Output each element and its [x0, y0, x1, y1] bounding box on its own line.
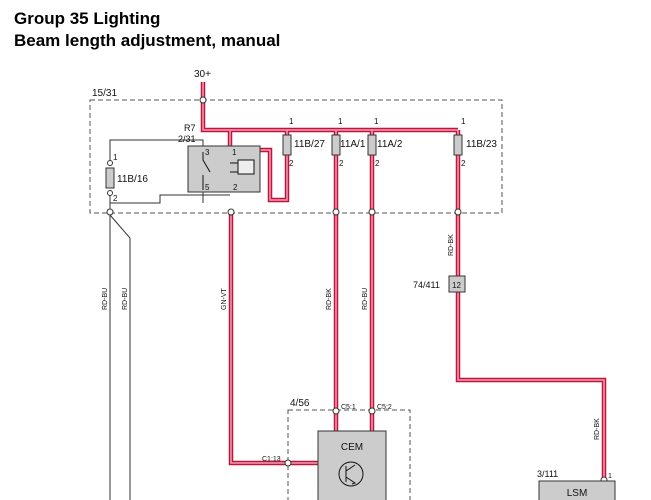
fuse-11a2-label: 11A/2 — [377, 139, 403, 150]
box-15-31-outline — [89, 99, 503, 214]
fuse-11b23-pin1: 1 — [461, 117, 466, 126]
relay-ref-label: R7 — [184, 123, 196, 133]
cem-module: CEM — [317, 430, 387, 500]
wire-label-rd-bu-left1: RD-BU — [102, 288, 109, 310]
fuse-11b27-label: 11B/27 — [294, 139, 325, 150]
wire-label-rd-bk-right1: RD-BK — [448, 234, 455, 256]
fuse-11b23: 11B/23 1 2 — [453, 117, 497, 168]
fuse-11a1: 11A/1 1 2 — [331, 117, 366, 168]
cem-c113-label: C1:13 — [262, 456, 281, 463]
lsm-module: LSM — [538, 480, 616, 500]
box-terminals — [106, 96, 608, 484]
connector-74-411-pin: 12 — [452, 281, 461, 290]
fuse-11a2: 11A/2 1 2 — [367, 117, 403, 168]
box-4-56-label: 4/56 — [290, 398, 310, 409]
terminal-rd-bu-mid — [368, 208, 376, 216]
terminal-c52 — [368, 407, 376, 415]
fuse-11b16-pin2: 2 — [113, 194, 118, 203]
lsm-pin-label: 1 — [608, 473, 612, 480]
terminal-c51 — [332, 407, 340, 415]
terminal-rd-bk-mid — [332, 208, 340, 216]
lsm-label: LSM — [567, 488, 588, 499]
fuse-11b23-label: 11B/23 — [466, 139, 497, 150]
wire-label-rd-bu-left2: RD-BU — [122, 288, 129, 310]
relay-pin3-label: 3 — [205, 148, 210, 157]
fuse-11b16-label: 11B/16 — [117, 174, 148, 185]
fuse-11a1-label: 11A/1 — [340, 139, 366, 150]
cem-label: CEM — [341, 442, 363, 453]
red-wires — [200, 82, 607, 490]
fuse-11b27-pin1: 1 — [289, 117, 294, 126]
fuse-11b16: 11B/16 1 2 — [105, 153, 148, 203]
fuse-11b16-pin1: 1 — [113, 153, 118, 162]
page-title: Group 35 Lighting — [14, 9, 161, 28]
terminal-rd-bk-right — [454, 208, 462, 216]
fuse-11a1-pin1: 1 — [338, 117, 343, 126]
relay-pin5-label: 5 — [205, 183, 210, 192]
terminal-left — [106, 208, 114, 216]
wire-label-gn-vt: GN-VT — [221, 288, 228, 311]
wire-label-rd-bk-mid: RD-BK — [326, 288, 333, 310]
terminal-gn-vt — [227, 208, 235, 216]
fuse-11b27: 11B/27 1 2 — [282, 117, 325, 168]
relay-pin1-label: 1 — [232, 148, 237, 157]
title-block: Group 35 Lighting Beam length adjustment… — [14, 8, 280, 52]
wire-label-rd-bk-right2: RD-BK — [594, 418, 601, 440]
lsm-ref-label: 3/111 — [537, 469, 558, 479]
fuse-11a1-pin2: 2 — [339, 159, 344, 168]
wire-label-rd-bu-mid: RD-BU — [362, 288, 369, 310]
fuse-11a2-pin2: 2 — [375, 159, 380, 168]
page-subtitle: Beam length adjustment, manual — [14, 31, 281, 50]
relay-coil — [237, 159, 255, 175]
supply-label: 30+ — [194, 69, 211, 80]
cem-c51-label: C5:1 — [341, 404, 356, 411]
connector-74-411: 12 74/411 — [413, 275, 466, 293]
thin-wires — [109, 139, 230, 500]
relay-id-label: 2/31 — [178, 134, 196, 144]
fuse-11b27-pin2: 2 — [289, 159, 294, 168]
cem-c52-label: C5:2 — [377, 404, 392, 411]
relay-r7: R7 2/31 3 1 5 2 — [178, 123, 261, 193]
fuse-11b23-pin2: 2 — [461, 159, 466, 168]
wire-rd-bu-left2 — [109, 214, 131, 500]
connector-74-411-label: 74/411 — [413, 280, 440, 290]
relay-pin2-label: 2 — [233, 183, 238, 192]
box-15-31-label: 15/31 — [92, 88, 117, 99]
fuse-11a2-pin1: 1 — [374, 117, 379, 126]
terminal-c113 — [284, 459, 292, 467]
transistor-icon — [338, 461, 364, 487]
relay-switch-symbol — [202, 152, 211, 190]
wire-relay-pin2 — [110, 194, 230, 204]
terminal-30plus — [199, 96, 207, 104]
